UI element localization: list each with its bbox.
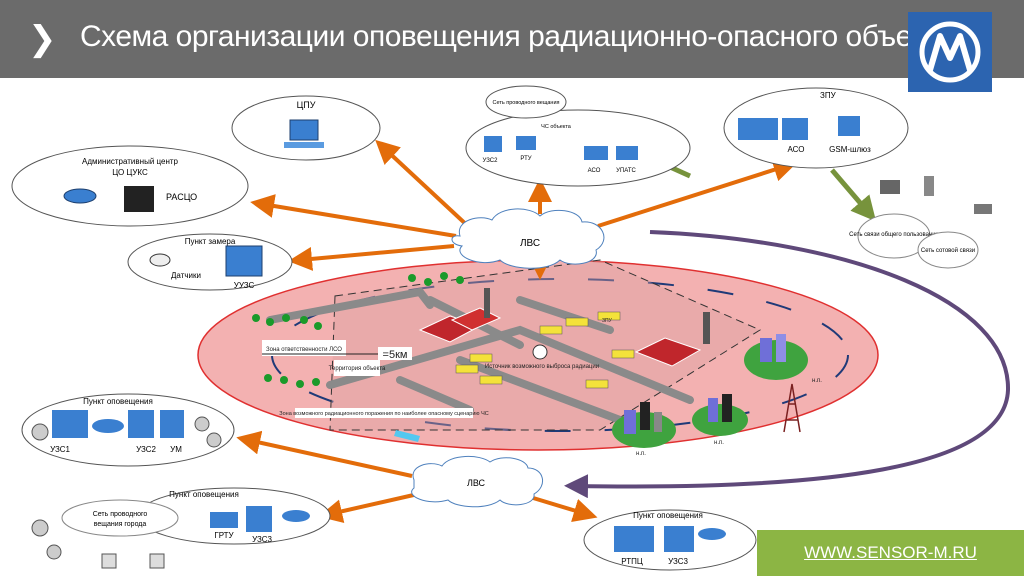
zone-zpu-label: ЗПУ bbox=[602, 318, 613, 324]
trees bbox=[252, 272, 464, 388]
zpu-title: ЗПУ bbox=[820, 91, 837, 100]
roads bbox=[266, 287, 694, 424]
lvs-top-label: ЛВС bbox=[520, 238, 540, 249]
chevron-right-icon: ❯ bbox=[28, 19, 57, 59]
cpu-node: ЦПУ bbox=[231, 95, 381, 161]
np-label-3: н.п. bbox=[714, 440, 724, 446]
np-label-2: н.п. bbox=[636, 451, 646, 457]
object-node: Сеть проводного вещания ЧС объекта УЗС2 … bbox=[465, 85, 691, 187]
lvs-bottom-label: ЛВС bbox=[467, 478, 486, 488]
header-bar: ❯ Схема организации оповещения радиацион… bbox=[0, 0, 1024, 78]
admin-center-node: Административный центр ЦО ЦУКС РАСЦО bbox=[11, 145, 249, 227]
zpu-aso-label: АСО bbox=[788, 145, 805, 154]
website-link[interactable]: WWW.SENSOR-M.RU bbox=[804, 543, 977, 562]
center-uzs2-label: УЗС2 bbox=[483, 158, 499, 164]
zamer-title: Пункт замера bbox=[185, 237, 236, 246]
po2-grtu-label: ГРТУ bbox=[214, 531, 234, 540]
company-logo bbox=[908, 12, 992, 92]
danger-zone-label: Зона возможного радиационного поражения … bbox=[279, 411, 488, 417]
purple-loop bbox=[564, 230, 1011, 499]
admin-title-1: Административный центр bbox=[82, 157, 179, 166]
po1-uzs2-label: УЗС2 bbox=[136, 445, 156, 454]
po2-net-label-1: Сеть проводного bbox=[93, 511, 148, 518]
zamer-uuzs-label: УУЗС bbox=[234, 281, 255, 290]
po1-um-label: УМ bbox=[170, 445, 182, 454]
phone-networks: Сеть связи общего пользования Сеть сотов… bbox=[849, 176, 992, 269]
notification-point-1: Пункт оповещения УЗС1 УЗС2 УМ bbox=[21, 393, 235, 467]
green-arrow bbox=[830, 168, 877, 222]
territory-label: Территория объекта bbox=[329, 366, 386, 372]
notification-point-2: Пункт оповещения Сеть проводного вещания… bbox=[31, 487, 331, 569]
center-upats-label: УПАТС bbox=[616, 168, 636, 174]
notification-point-3: Пункт оповещения РТПЦ УЗС3 bbox=[583, 509, 757, 571]
cellular-network-label: Сеть сотовой связи bbox=[921, 247, 975, 254]
po1-uzs1-label: УЗС1 bbox=[50, 445, 70, 454]
footer-link-bar[interactable]: WWW.SENSOR-M.RU bbox=[757, 530, 1024, 576]
network-arrows bbox=[236, 139, 798, 524]
distance-label: =5км bbox=[383, 349, 408, 361]
center-net-label: Сеть проводного вещания bbox=[492, 100, 559, 106]
settlements bbox=[612, 334, 808, 448]
center-aso-label: АСО bbox=[588, 168, 601, 174]
sensors-label: Датчики bbox=[171, 271, 201, 280]
zone-devices bbox=[455, 311, 635, 389]
radio-tower bbox=[783, 383, 801, 433]
cpu-title: ЦПУ bbox=[297, 100, 316, 110]
factory-buildings bbox=[418, 288, 710, 367]
lvs-cloud-top: ЛВС bbox=[451, 208, 605, 269]
po3-rtpc-label: РТПЦ bbox=[621, 557, 643, 566]
center-rtu-label: РТУ bbox=[520, 156, 531, 162]
po1-title: Пункт оповещения bbox=[83, 397, 153, 406]
po2-net-label-2: вещания города bbox=[94, 521, 147, 528]
chs-label: ЧС объекта bbox=[541, 124, 572, 130]
radiation-source-icon bbox=[532, 344, 548, 360]
zpu-gsm-label: GSM-шлюз bbox=[829, 145, 871, 154]
po3-title: Пункт оповещения bbox=[633, 511, 703, 520]
admin-title-2: ЦО ЦУКС bbox=[112, 168, 148, 177]
source-label: Источник возможного выброса радиации bbox=[485, 364, 599, 370]
public-network-label: Сеть связи общего пользования bbox=[849, 232, 939, 238]
zpu-node: ЗПУ АСО GSM-шлюз bbox=[723, 87, 909, 169]
zone-lso-label: Зона ответственности ЛСО bbox=[266, 347, 342, 353]
po2-uzs3-label: УЗС3 bbox=[252, 535, 272, 544]
page-title: Схема организации оповещения радиационно… bbox=[80, 20, 954, 53]
np-label-1: н.п. bbox=[812, 378, 822, 384]
po2-title: Пункт оповещения bbox=[169, 490, 239, 499]
rasco-label: РАСЦО bbox=[166, 192, 197, 202]
measure-point-node: Пункт замера Датчики УУЗС bbox=[127, 233, 293, 291]
po3-uzs3-label: УЗС3 bbox=[668, 557, 688, 566]
lvs-cloud-bottom: ЛВС bbox=[411, 456, 543, 508]
